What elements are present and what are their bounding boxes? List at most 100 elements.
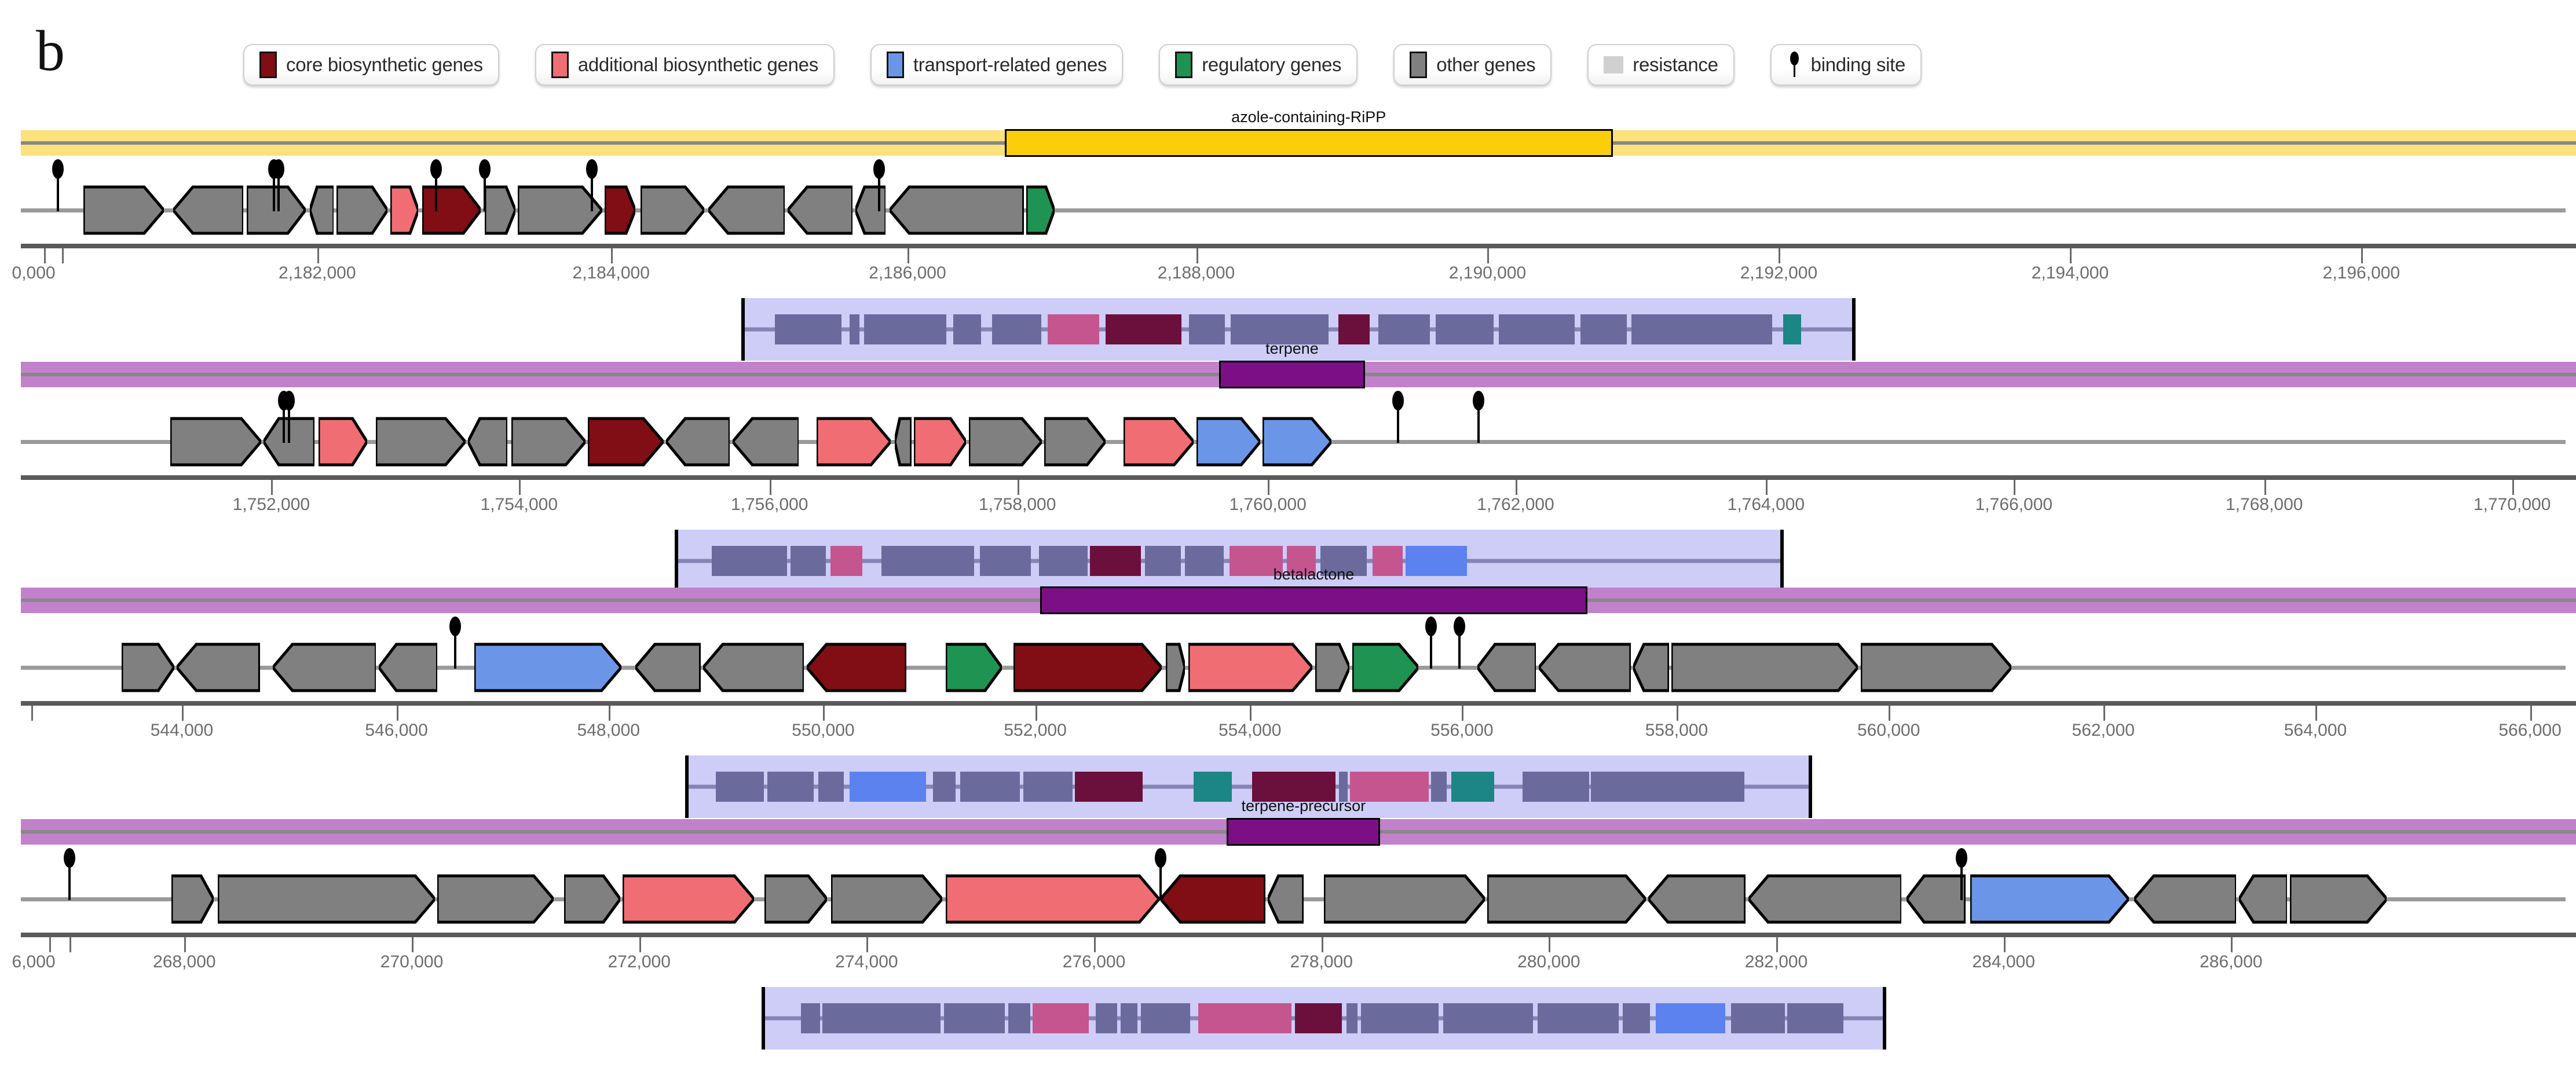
gene-arrow-other[interactable] [855, 185, 886, 236]
homology-gene-block[interactable] [767, 772, 814, 802]
binding-site-marker[interactable] [1425, 617, 1437, 669]
homology-gene-block[interactable] [1431, 772, 1447, 802]
gene-arrow-other[interactable] [640, 185, 705, 236]
gene-arrow-other[interactable] [484, 185, 515, 236]
homology-gene-block[interactable] [881, 546, 975, 576]
homology-gene-block[interactable] [1008, 1003, 1031, 1033]
gene-arrow-additional_biosynthetic[interactable] [623, 874, 755, 924]
gene-arrow-transport[interactable] [1196, 416, 1260, 467]
gene-arrow-other[interactable] [1315, 642, 1350, 693]
homology-gene-block[interactable] [1350, 772, 1429, 802]
gene-arrow-other[interactable] [1268, 874, 1304, 924]
cluster-core-region[interactable] [1219, 361, 1365, 388]
gene-arrow-other[interactable] [1648, 874, 1746, 924]
binding-site-marker[interactable] [1955, 848, 1967, 900]
homology-gene-block[interactable] [1580, 314, 1627, 344]
gene-arrow-other[interactable] [1165, 642, 1185, 693]
homology-gene-block[interactable] [1623, 1003, 1651, 1033]
homology-gene-block[interactable] [1229, 546, 1283, 576]
gene-arrow-other[interactable] [376, 416, 466, 467]
homology-comparison-panel[interactable] [685, 755, 1812, 818]
gene-arrow-regulatory[interactable] [946, 642, 1002, 693]
cluster-core-region[interactable] [1040, 586, 1587, 614]
homology-gene-block[interactable] [1120, 1003, 1137, 1033]
gene-arrow-other[interactable] [703, 642, 804, 693]
homology-gene-block[interactable] [1145, 546, 1181, 576]
binding-site-marker[interactable] [449, 617, 461, 669]
legend-item-resistance[interactable]: resistance [1587, 44, 1735, 86]
gene-arrow-other[interactable] [708, 185, 785, 236]
homology-gene-block[interactable] [1193, 772, 1232, 802]
homology-gene-block[interactable] [863, 314, 947, 344]
binding-site-marker[interactable] [430, 159, 442, 211]
gene-arrow-other[interactable] [666, 416, 730, 467]
homology-gene-block[interactable] [1023, 772, 1073, 802]
homology-comparison-panel[interactable] [741, 298, 1856, 361]
homology-gene-block[interactable] [943, 1003, 1005, 1033]
homology-gene-block[interactable] [953, 314, 981, 344]
homology-gene-block[interactable] [801, 1003, 821, 1033]
homology-gene-block[interactable] [715, 772, 764, 802]
gene-arrow-other[interactable] [437, 874, 554, 924]
homology-gene-block[interactable] [1631, 314, 1772, 344]
homology-gene-block[interactable] [818, 772, 844, 802]
gene-arrow-other[interactable] [2238, 874, 2288, 924]
gene-arrow-additional_biosynthetic[interactable] [318, 416, 367, 467]
homology-gene-block[interactable] [1499, 314, 1575, 344]
homology-gene-block[interactable] [1338, 314, 1370, 344]
homology-gene-block[interactable] [1189, 314, 1225, 344]
gene-arrow-other[interactable] [564, 874, 620, 924]
homology-gene-block[interactable] [790, 546, 826, 576]
gene-arrow-other[interactable] [170, 416, 261, 467]
gene-arrow-additional_biosynthetic[interactable] [946, 874, 1159, 924]
homology-gene-block[interactable] [1338, 772, 1348, 802]
homology-gene-block[interactable] [1230, 314, 1329, 344]
gene-arrow-other[interactable] [1860, 642, 2011, 693]
gene-arrow-other[interactable] [378, 642, 438, 693]
homology-gene-block[interactable] [1361, 1003, 1439, 1033]
homology-gene-block[interactable] [1294, 1003, 1342, 1033]
gene-arrow-other[interactable] [171, 874, 214, 924]
homology-gene-block[interactable] [1140, 1003, 1191, 1033]
homology-gene-block[interactable] [1451, 772, 1495, 802]
gene-arrow-other[interactable] [764, 874, 827, 924]
homology-gene-block[interactable] [1198, 1003, 1291, 1033]
gene-arrow-other[interactable] [309, 185, 334, 236]
gene-arrow-core_biosynthetic[interactable] [588, 416, 664, 467]
gene-arrow-other[interactable] [1324, 874, 1485, 924]
homology-gene-block[interactable] [1537, 1003, 1619, 1033]
gene-arrow-other[interactable] [217, 874, 435, 924]
homology-gene-block[interactable] [980, 546, 1031, 576]
homology-comparison-panel[interactable] [675, 530, 1784, 592]
homology-gene-block[interactable] [1730, 1003, 1785, 1033]
gene-arrow-other[interactable] [787, 185, 853, 236]
gene-arrow-additional_biosynthetic[interactable] [390, 185, 419, 236]
homology-gene-block[interactable] [711, 546, 787, 576]
gene-arrow-other[interactable] [894, 416, 912, 467]
homology-gene-block[interactable] [1655, 1003, 1726, 1033]
homology-gene-block[interactable] [1252, 772, 1335, 802]
gene-arrow-other[interactable] [1477, 642, 1536, 693]
gene-arrow-other[interactable] [272, 642, 376, 693]
gene-arrow-other[interactable] [247, 185, 306, 236]
legend-item-regulatory-genes[interactable]: regulatory genes [1159, 44, 1358, 86]
gene-arrow-core_biosynthetic[interactable] [1160, 874, 1265, 924]
homology-gene-block[interactable] [1075, 772, 1143, 802]
binding-site-marker[interactable] [586, 159, 598, 211]
binding-site-marker[interactable] [63, 848, 75, 900]
gene-arrow-core_biosynthetic[interactable] [422, 185, 481, 236]
gene-arrow-other[interactable] [1907, 874, 1966, 924]
gene-arrow-other[interactable] [1633, 642, 1669, 693]
binding-site-marker[interactable] [278, 391, 290, 443]
gene-arrow-other[interactable] [468, 416, 508, 467]
homology-gene-block[interactable] [1185, 546, 1224, 576]
homology-gene-block[interactable] [1406, 546, 1467, 576]
homology-gene-block[interactable] [1787, 1003, 1843, 1033]
gene-arrow-additional_biosynthetic[interactable] [913, 416, 967, 467]
legend-item-other-genes[interactable]: other genes [1393, 44, 1552, 86]
gene-arrow-other[interactable] [1748, 874, 1902, 924]
gene-arrow-core_biosynthetic[interactable] [605, 185, 636, 236]
homology-gene-block[interactable] [1106, 314, 1181, 344]
gene-arrow-other[interactable] [2289, 874, 2387, 924]
homology-gene-block[interactable] [1443, 1003, 1534, 1033]
